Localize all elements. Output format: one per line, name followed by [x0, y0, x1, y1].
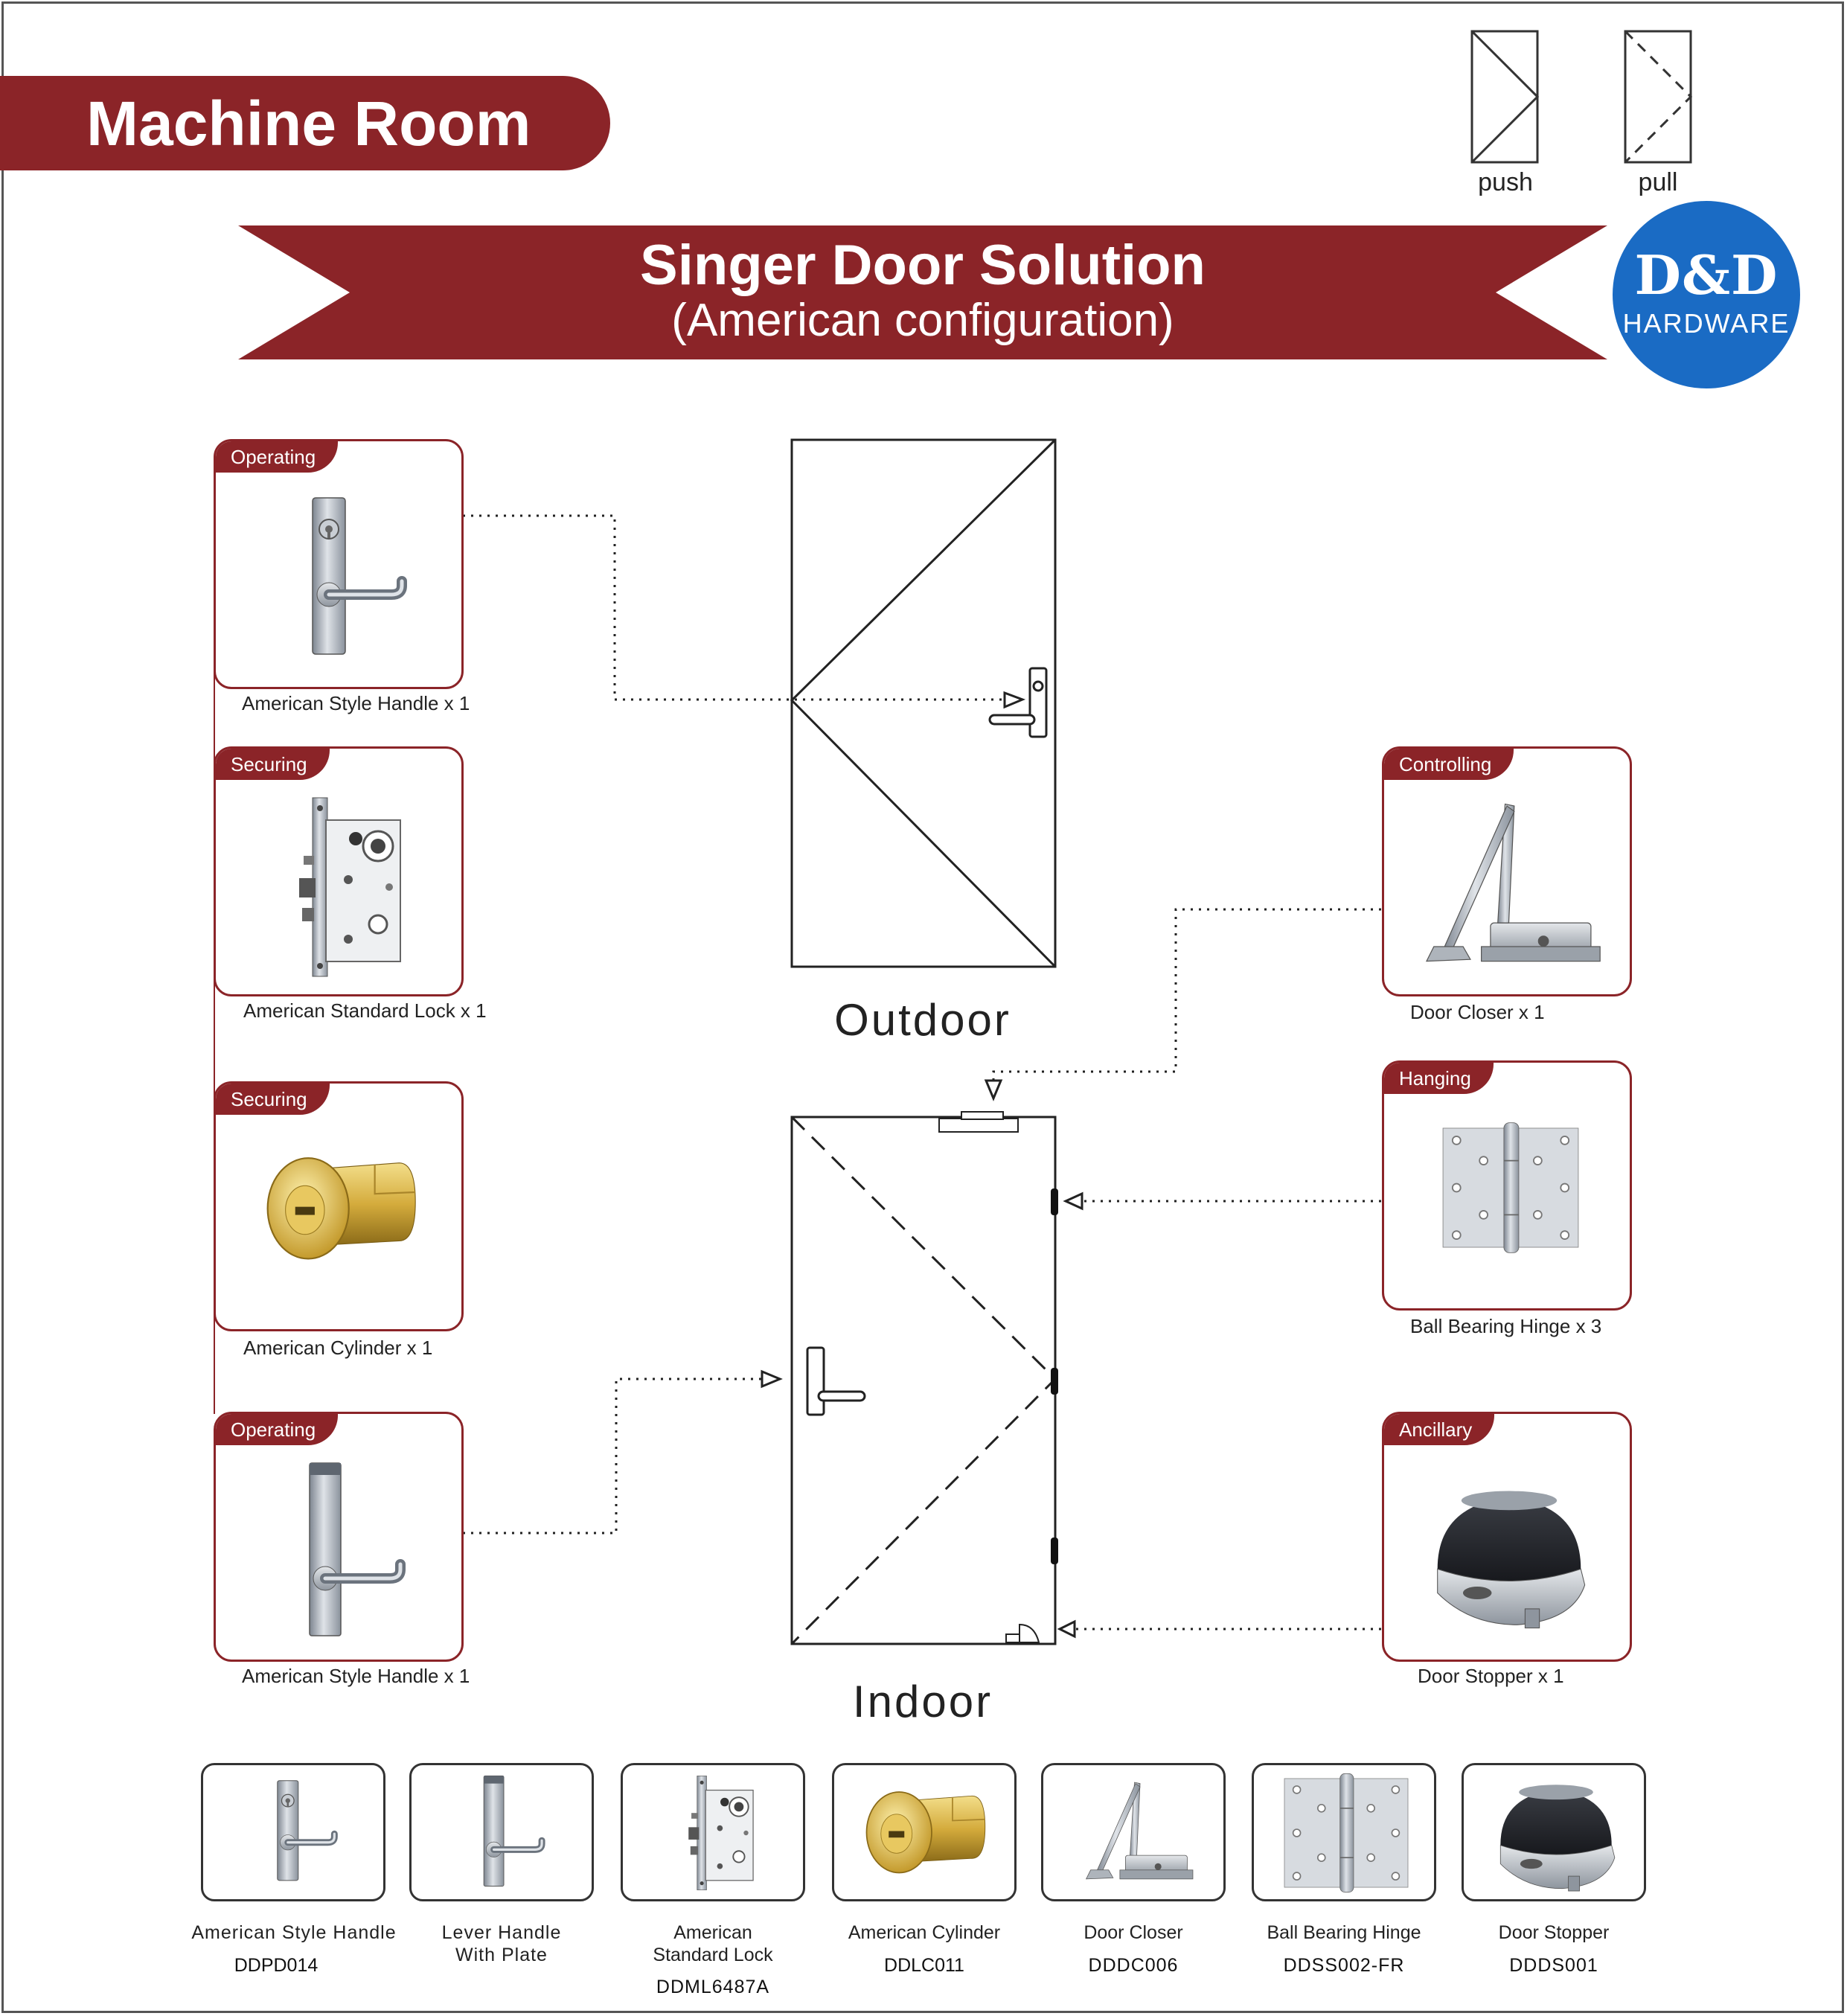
product-name: Door Stopper [1498, 1922, 1610, 1943]
component-card: Hanging [1382, 1060, 1632, 1311]
brand-logo-main: D&D [1634, 243, 1779, 307]
pull-label: pull [1638, 168, 1678, 196]
door-stopper-icon [1421, 1473, 1597, 1633]
pull-legend-icon [1624, 30, 1693, 164]
component-card: Securing [214, 746, 464, 996]
product-thumb[interactable] [832, 1763, 1017, 1901]
product-name: American Style Handle [191, 1922, 397, 1943]
category-tab: Securing [216, 1084, 330, 1115]
component-caption: Ball Bearing Hinge x 3 [1410, 1315, 1602, 1337]
handle-with-cylinder-icon [221, 1771, 370, 1895]
product-thumb[interactable] [409, 1763, 594, 1901]
product-thumb[interactable] [621, 1763, 805, 1901]
category-tab: Controlling [1384, 749, 1514, 780]
product-code: DDDS001 [1509, 1955, 1598, 1976]
handle-with-cylinder-icon [246, 483, 436, 676]
product-code: DDPD014 [234, 1955, 318, 1976]
indoor-door [790, 1116, 1057, 1645]
product-code: DDSS002-FR [1283, 1955, 1405, 1976]
product-code: DDDC006 [1088, 1955, 1179, 1976]
outdoor-label: Outdoor [834, 995, 1011, 1045]
component-caption: Door Closer x 1 [1410, 1001, 1545, 1023]
hinge-icon [1436, 1113, 1585, 1262]
component-caption: American Style Handle x 1 [242, 1665, 470, 1687]
section-title: Machine Room [86, 89, 531, 159]
category-tab: Operating [216, 441, 339, 473]
product-name: Door Closer [1083, 1922, 1183, 1943]
lever-handle-icon [246, 1456, 436, 1649]
push-label: push [1478, 168, 1533, 196]
component-card: Securing [214, 1081, 464, 1331]
banner-subtitle: (American configuration) [671, 295, 1174, 346]
component-card: Operating [214, 439, 464, 689]
brass-cylinder-icon [253, 1143, 432, 1277]
banner-title: Singer Door Solution [640, 234, 1206, 297]
component-caption: American Cylinder x 1 [243, 1337, 433, 1359]
door-closer-icon [1406, 786, 1607, 987]
door-closer-icon [1061, 1771, 1210, 1895]
outdoor-handle-icon [988, 667, 1048, 738]
indoor-handle-icon [806, 1346, 866, 1416]
product-name: American Cylinder [848, 1922, 1001, 1943]
product-code: DDML6487A [656, 1977, 770, 1997]
product-name: Lever Handle With Plate [441, 1922, 562, 1965]
hinge-icon [1272, 1771, 1421, 1895]
component-caption: Door Stopper x 1 [1418, 1665, 1564, 1687]
product-code: DDLC011 [884, 1955, 964, 1976]
component-card: Operating [214, 1412, 464, 1662]
indoor-closer-icon [938, 1111, 1019, 1133]
component-caption: American Style Handle x 1 [242, 692, 470, 714]
component-caption: American Standard Lock x 1 [243, 999, 487, 1022]
product-thumb[interactable] [1252, 1763, 1436, 1901]
category-tab: Ancillary [1384, 1414, 1495, 1445]
mortise-lock-icon [246, 790, 436, 984]
product-thumb[interactable] [1462, 1763, 1646, 1901]
product-thumb[interactable] [201, 1763, 385, 1901]
brand-logo-sub: HARDWARE [1622, 308, 1790, 339]
category-tab: Securing [216, 749, 330, 780]
door-stopper-icon [1482, 1771, 1630, 1895]
product-name: American Standard Lock [653, 1922, 773, 1965]
category-tab: Hanging [1384, 1063, 1494, 1094]
product-thumb[interactable] [1041, 1763, 1226, 1901]
section-title-banner [0, 76, 610, 170]
indoor-stopper-icon [1005, 1623, 1040, 1643]
indoor-label: Indoor [852, 1677, 993, 1727]
category-tab: Operating [216, 1414, 339, 1445]
brand-logo: D&D HARDWARE [1613, 201, 1800, 388]
mortise-lock-icon [641, 1771, 790, 1895]
brass-cylinder-icon [852, 1782, 1001, 1886]
banner-ribbon [238, 225, 1607, 359]
component-card: Ancillary [1382, 1412, 1632, 1662]
component-card: Controlling [1382, 746, 1632, 996]
lever-handle-icon [429, 1771, 578, 1895]
product-name: Ball Bearing Hinge [1267, 1922, 1421, 1943]
push-legend-icon [1470, 30, 1540, 164]
indoor-hinge-marks [1051, 1188, 1058, 1564]
